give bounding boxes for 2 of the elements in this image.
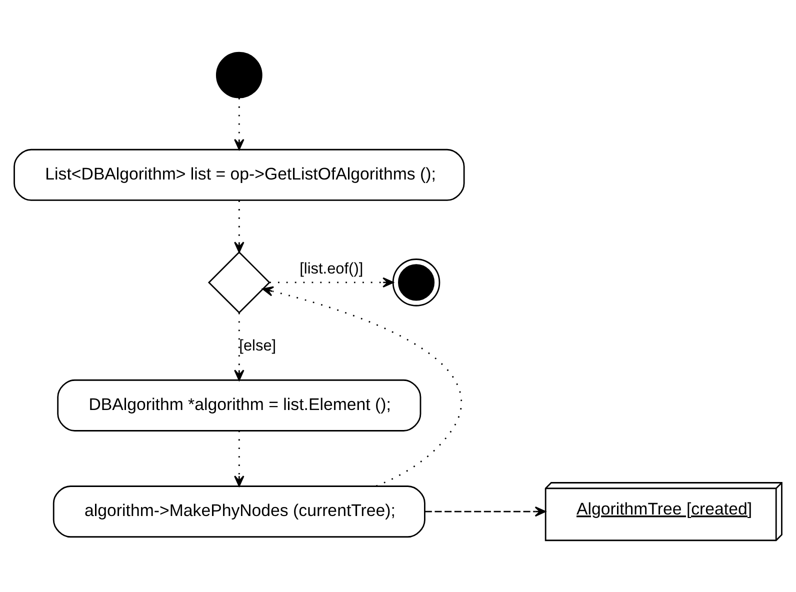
edge-label: [list.eof()] (300, 260, 364, 278)
edge-label: [else] (239, 336, 276, 354)
